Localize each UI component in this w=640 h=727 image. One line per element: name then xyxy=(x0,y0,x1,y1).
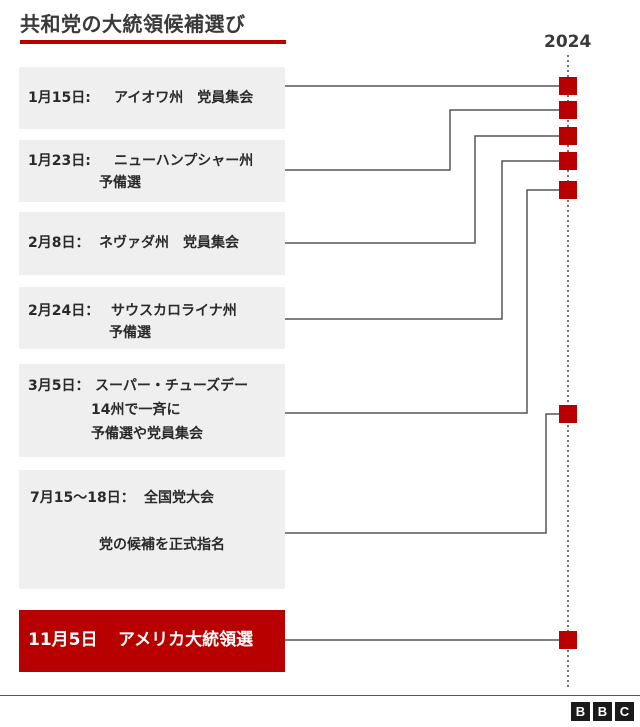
event-date: 2月24日： xyxy=(28,303,100,319)
connector-event-5 xyxy=(285,189,568,414)
event-text: ニューハンプシャー州 xyxy=(114,153,254,169)
marker-event-1 xyxy=(559,77,577,95)
event-box-super-tuesday: 3月5日： スーパー・チューズデー 14州で一斉に 予備選や党員集会 xyxy=(19,364,285,457)
final-label: アメリカ大統領選 xyxy=(118,630,254,650)
logo-letter: B xyxy=(571,702,590,721)
bbc-logo: B B C xyxy=(571,702,634,721)
connector-event-4 xyxy=(285,160,568,320)
event-text: 全国党大会 xyxy=(144,490,214,506)
timeline-connectors xyxy=(285,55,577,688)
event-text: ネヴァダ州 党員集会 xyxy=(99,235,239,251)
event-date: 2月8日： xyxy=(28,235,90,251)
event-date: 1月15日: xyxy=(28,90,91,106)
event-text: 党の候補を正式指名 xyxy=(99,537,225,553)
event-text: サウスカロライナ州 xyxy=(111,303,237,319)
event-box-convention: 7月15～18日： 全国党大会 党の候補を正式指名 xyxy=(19,470,285,589)
event-box-nevada: 2月8日： ネヴァダ州 党員集会 xyxy=(19,212,285,275)
event-text: アイオワ州 党員集会 xyxy=(114,90,254,106)
marker-event-6 xyxy=(559,405,577,423)
event-text: 予備選 xyxy=(99,175,141,191)
marker-event-2 xyxy=(559,101,577,119)
diagram-title: 共和党の大統領候補選び xyxy=(20,12,246,36)
year-label: 2024 xyxy=(544,32,592,52)
final-date: 11月5日 xyxy=(28,630,98,650)
title-underline xyxy=(20,40,286,44)
logo-letter: B xyxy=(593,702,612,721)
event-box-iowa: 1月15日: アイオワ州 党員集会 xyxy=(19,67,285,129)
event-date: 7月15～18日： xyxy=(30,490,135,506)
connector-event-6 xyxy=(285,413,568,534)
event-date: 3月5日： xyxy=(28,378,90,394)
footer-divider xyxy=(0,695,640,696)
event-text: 予備選 xyxy=(109,325,151,341)
marker-event-3 xyxy=(559,127,577,145)
connector-event-2 xyxy=(285,109,568,171)
event-text: 予備選や党員集会 xyxy=(91,426,203,442)
marker-event-5 xyxy=(559,181,577,199)
marker-event-4 xyxy=(559,152,577,170)
marker-final xyxy=(559,631,577,649)
event-text: 14州で一斉に xyxy=(91,402,181,418)
event-box-south-carolina: 2月24日： サウスカロライナ州 予備選 xyxy=(19,287,285,349)
event-box-new-hampshire: 1月23日: ニューハンプシャー州 予備選 xyxy=(19,140,285,202)
event-text: スーパー・チューズデー xyxy=(95,378,249,394)
logo-letter: C xyxy=(615,702,634,721)
event-date: 1月23日: xyxy=(28,153,91,169)
connector-event-3 xyxy=(285,135,568,244)
event-box-election: 11月5日 アメリカ大統領選 xyxy=(19,610,285,672)
